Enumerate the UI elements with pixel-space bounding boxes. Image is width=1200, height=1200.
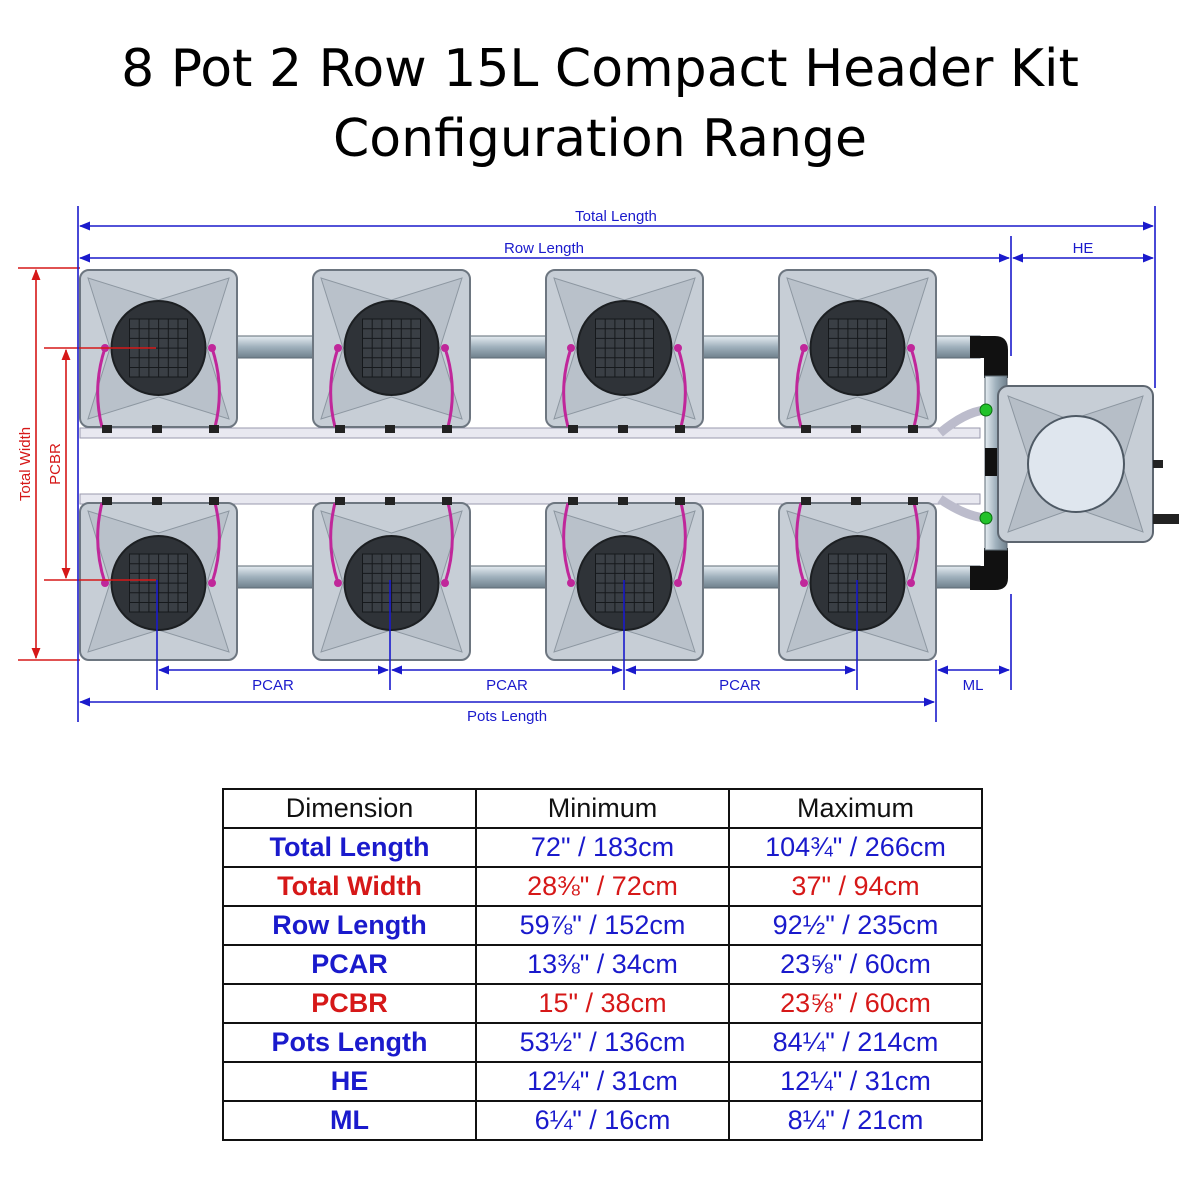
minimum-cell: 13⅜" / 34cm: [475, 944, 730, 985]
pot: [79, 269, 238, 433]
green-fitting-bottom: [979, 511, 993, 525]
page-title: 8 Pot 2 Row 15L Compact Header Kit Confi…: [0, 34, 1200, 174]
pcbr-reference-lines: [18, 267, 156, 661]
width-dimension-lines: [31, 268, 71, 660]
maximum-cell: 104¾" / 266cm: [728, 827, 983, 868]
kit-layout-diagram: Total Length Row Length HE Total Width P…: [17, 206, 1179, 725]
dimension-cell: HE: [222, 1061, 477, 1102]
dimension-lines: [77, 206, 1156, 722]
label-pcar-3: PCAR: [719, 677, 761, 694]
pot: [545, 269, 704, 433]
minimum-cell: 28⅜" / 72cm: [475, 866, 730, 907]
pot: [778, 497, 937, 661]
minimum-cell: 72" / 183cm: [475, 827, 730, 868]
label-pcbr: PCBR: [47, 443, 64, 485]
pot: [778, 269, 937, 433]
title-line-2: Configuration Range: [333, 109, 867, 169]
dimension-cell: Total Length: [222, 827, 477, 868]
maximum-cell: 37" / 94cm: [728, 866, 983, 907]
label-pcar-1: PCAR: [252, 677, 294, 694]
dimension-cell: PCAR: [222, 944, 477, 985]
pot: [312, 497, 471, 661]
header-dimension: Dimension: [222, 788, 477, 829]
label-row-length: Row Length: [504, 240, 584, 257]
dimension-cell: Row Length: [222, 905, 477, 946]
maximum-cell: 8¼" / 21cm: [728, 1100, 983, 1141]
maximum-cell: 12¼" / 31cm: [728, 1061, 983, 1102]
minimum-cell: 59⅞" / 152cm: [475, 905, 730, 946]
pots-group: [79, 269, 937, 661]
label-pots-length: Pots Length: [467, 708, 547, 725]
maximum-cell: 92½" / 235cm: [728, 905, 983, 946]
green-fitting-top: [979, 403, 993, 417]
dimension-cell: PCBR: [222, 983, 477, 1024]
minimum-cell: 53½" / 136cm: [475, 1022, 730, 1063]
label-ml: ML: [963, 677, 984, 694]
title-line-1: 8 Pot 2 Row 15L Compact Header Kit: [121, 39, 1079, 99]
minimum-cell: 6¼" / 16cm: [475, 1100, 730, 1141]
label-pcar-2: PCAR: [486, 677, 528, 694]
dimension-cell: Total Width: [222, 866, 477, 907]
label-total-width: Total Width: [17, 427, 34, 501]
dimension-cell: Pots Length: [222, 1022, 477, 1063]
maximum-cell: 23⅝" / 60cm: [728, 944, 983, 985]
header-maximum: Maximum: [728, 788, 983, 829]
header-tank: [997, 385, 1179, 543]
pot: [79, 497, 238, 661]
maximum-cell: 84¼" / 214cm: [728, 1022, 983, 1063]
maximum-cell: 23⅝" / 60cm: [728, 983, 983, 1024]
minimum-cell: 12¼" / 31cm: [475, 1061, 730, 1102]
minimum-cell: 15" / 38cm: [475, 983, 730, 1024]
dimension-cell: ML: [222, 1100, 477, 1141]
label-total-length: Total Length: [575, 208, 657, 225]
label-he: HE: [1073, 240, 1094, 257]
header-minimum: Minimum: [475, 788, 730, 829]
pot: [312, 269, 471, 433]
table-header-row: Dimension Minimum Maximum: [222, 788, 983, 829]
